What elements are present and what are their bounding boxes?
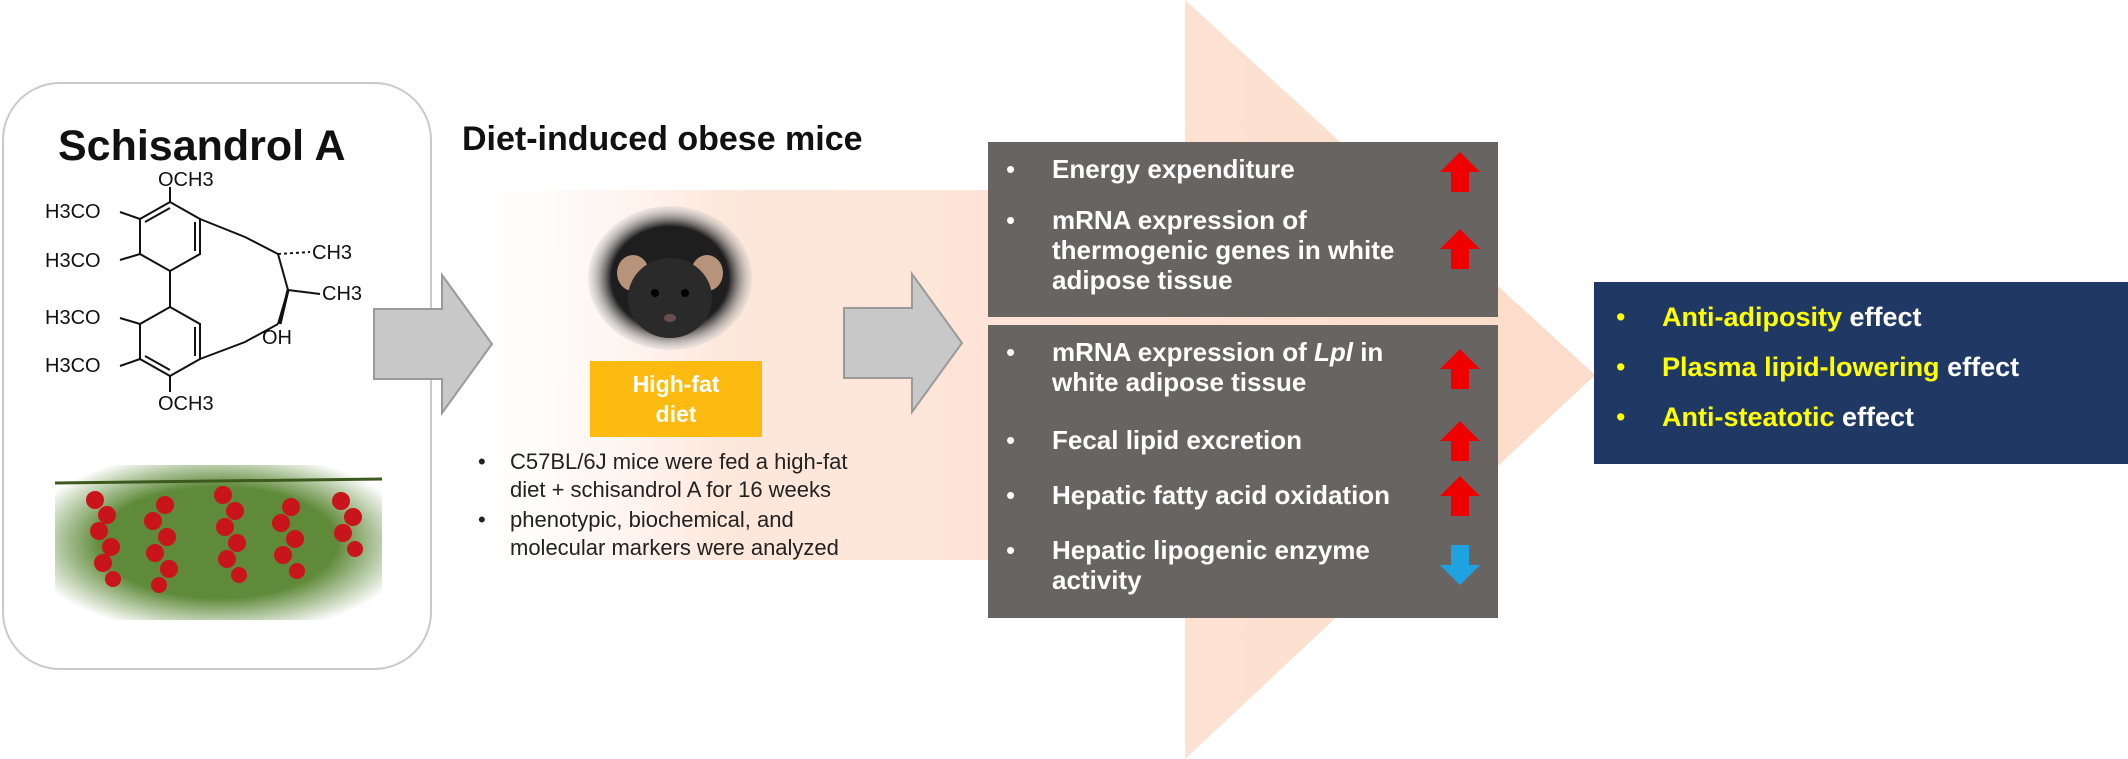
outcome-highlight: Anti-adiposity [1662, 302, 1842, 332]
outcome-box: • Anti-adiposity effect • Plasma lipid-l… [1594, 282, 2128, 464]
outcome-highlight: Anti-steatotic [1662, 402, 1835, 432]
up-arrow-icon [1440, 421, 1480, 461]
h3co-label-3: H3CO [45, 307, 101, 329]
ch3-label-1: CH3 [312, 242, 352, 264]
outcome-item: • Plasma lipid-lowering effect [1616, 352, 2020, 382]
energy-effects-box: • Energy expenditure • mRNA expression o… [988, 142, 1498, 317]
diet-badge-line1: High-fat [632, 371, 720, 397]
schisandrol-structure-diagram: OCH3 H3CO H3CO H3CO H3CO OCH3 CH3 CH3 OH [45, 169, 362, 415]
effect-text: Fecal lipid excretion [1052, 425, 1302, 455]
up-arrow-icon [1440, 229, 1480, 269]
outcome-item: • Anti-adiposity effect [1616, 302, 1922, 332]
compound-title: Schisandrol A [58, 122, 346, 170]
outcome-highlight: Plasma lipid-lowering [1662, 352, 1940, 382]
flow-arrow-1 [373, 271, 494, 417]
high-fat-diet-badge: High-fat diet [590, 361, 762, 437]
och3-top-label: OCH3 [158, 169, 214, 191]
diet-badge-line2: diet [655, 401, 697, 427]
lipid-effects-box: • mRNA expression of Lpl in white adipos… [988, 325, 1498, 618]
mouse-photo [588, 206, 752, 350]
protocol-list: C57BL/6J mice were fed a high-fat diet +… [478, 448, 878, 564]
protocol-item: C57BL/6J mice were fed a high-fat diet +… [478, 448, 878, 504]
schisandra-berry-photo [54, 465, 383, 620]
protocol-item: phenotypic, biochemical, and molecular m… [478, 506, 878, 562]
h3co-label-1: H3CO [45, 201, 101, 223]
effect-text: Energy expenditure [1052, 154, 1295, 184]
h3co-label-4: H3CO [45, 355, 101, 377]
effect-text: Hepatic fatty acid oxidation [1052, 480, 1391, 510]
down-arrow-icon [1440, 545, 1480, 585]
up-arrow-icon [1440, 152, 1480, 192]
effect-text: mRNA expression of thermogenic genes in … [1052, 205, 1395, 295]
flow-arrow-2 [843, 270, 964, 416]
lpl-gene-name: Lpl [1313, 337, 1353, 367]
mice-section-title: Diet-induced obese mice [462, 120, 863, 158]
up-arrow-icon [1440, 349, 1480, 389]
effect-text: mRNA expression of Lpl in white adipose … [1052, 337, 1384, 397]
och3-bottom-label: OCH3 [158, 393, 214, 415]
h3co-label-2: H3CO [45, 250, 101, 272]
effect-text: Hepatic lipogenic enzyme activity [1052, 535, 1370, 595]
oh-label: OH [262, 327, 292, 349]
outcome-item: • Anti-steatotic effect [1616, 402, 1915, 432]
ch3-label-2: CH3 [322, 283, 362, 305]
up-arrow-icon [1440, 476, 1480, 516]
